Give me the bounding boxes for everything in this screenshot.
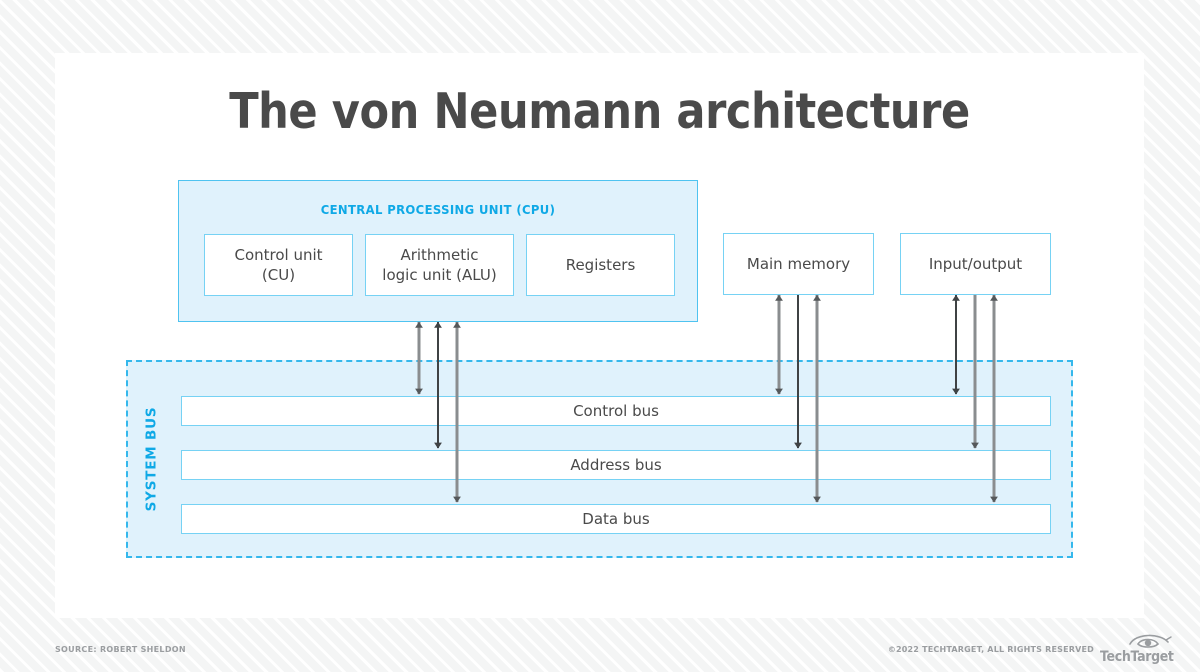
bus-data-label: Data bus bbox=[582, 510, 650, 528]
techtarget-logo: TechTarget bbox=[1100, 630, 1188, 666]
eye-icon bbox=[1129, 634, 1172, 648]
cpu-panel: CENTRAL PROCESSING UNIT (CPU) Control un… bbox=[178, 180, 698, 322]
cpu-component-alu-line2: logic unit (ALU) bbox=[382, 266, 497, 284]
content-card: The von Neumann architecture CENTRAL PRO… bbox=[55, 53, 1144, 618]
unit-input-output-label: Input/output bbox=[928, 255, 1023, 273]
cpu-panel-heading: CENTRAL PROCESSING UNIT (CPU) bbox=[320, 202, 556, 217]
cpu-component-alu: Arithmetic logic unit (ALU) bbox=[365, 234, 514, 296]
unit-main-memory: Main memory bbox=[723, 233, 874, 295]
bus-control: Control bus bbox=[181, 396, 1051, 426]
system-bus-label: SYSTEM BUS bbox=[138, 362, 164, 556]
bus-data: Data bus bbox=[181, 504, 1051, 534]
cpu-component-registers: Registers bbox=[526, 234, 675, 296]
cpu-component-control-unit-line2: (CU) bbox=[261, 266, 296, 284]
cpu-component-control-unit: Control unit (CU) bbox=[204, 234, 353, 296]
bus-address-label: Address bus bbox=[570, 456, 662, 474]
footer-copyright: ©2022 TECHTARGET, ALL RIGHTS RESERVED bbox=[887, 645, 1094, 654]
unit-main-memory-label: Main memory bbox=[746, 255, 851, 273]
footer-source: SOURCE: ROBERT SHELDON bbox=[55, 645, 186, 654]
bus-control-label: Control bus bbox=[573, 402, 659, 420]
cpu-component-control-unit-line1: Control unit bbox=[234, 245, 323, 264]
cpu-component-alu-line1: Arithmetic bbox=[400, 245, 479, 264]
cpu-component-registers-label: Registers bbox=[565, 255, 636, 274]
bus-address: Address bus bbox=[181, 450, 1051, 480]
techtarget-wordmark: TechTarget bbox=[1100, 649, 1174, 665]
page-title: The von Neumann architecture bbox=[229, 83, 970, 140]
unit-input-output: Input/output bbox=[900, 233, 1051, 295]
system-bus-label-text: SYSTEM BUS bbox=[143, 406, 160, 512]
system-bus-region: SYSTEM BUS Control bus Address bus Data … bbox=[126, 360, 1073, 558]
